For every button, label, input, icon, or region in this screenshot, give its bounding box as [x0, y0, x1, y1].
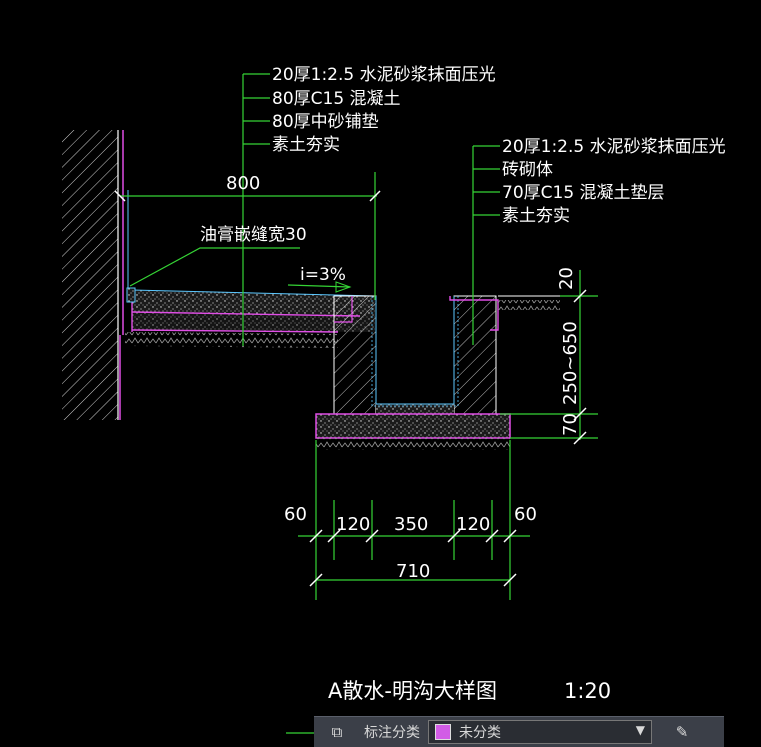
wall-hatching: [62, 130, 119, 420]
edit-icon[interactable]: ✎: [675, 723, 689, 741]
dim-left-wall: 120: [336, 514, 370, 535]
toolbar-label: 标注分类: [364, 725, 420, 741]
apron-layers: [125, 287, 376, 348]
category-select-value: 未分类: [459, 725, 501, 741]
dim-depth-range: 250~650: [560, 321, 581, 405]
slope-label: i=3%: [300, 265, 346, 285]
right-note-3: 70厚C15 混凝土垫层: [502, 183, 665, 203]
chevron-down-icon: ▼: [635, 723, 645, 737]
annotation-toolbar: ⧉ 标注分类 未分类 ▼ ✎: [314, 716, 724, 747]
category-select[interactable]: 未分类 ▼: [428, 720, 652, 744]
ditch: [315, 295, 598, 450]
dim-base-thickness: 70: [560, 413, 581, 436]
dim-total: 710: [396, 561, 430, 582]
drawing-title: A散水-明沟大样图: [328, 679, 497, 703]
left-note-4: 素土夯实: [272, 135, 340, 155]
right-note-4: 素土夯实: [502, 206, 570, 226]
leaders: [129, 73, 500, 346]
left-note-3: 80厚中砂铺垫: [272, 112, 379, 132]
dimension-lines: [114, 172, 598, 734]
category-color-swatch: [435, 724, 451, 740]
right-note-1: 20厚1:2.5 水泥砂浆抹面压光: [502, 137, 726, 157]
right-note-2: 砖砌体: [502, 160, 553, 180]
dim-left-edge: 60: [284, 504, 307, 525]
dim-apron-width: 800: [226, 173, 260, 194]
joint-note: 油膏嵌缝宽30: [200, 224, 307, 245]
dim-top-offset: 20: [556, 267, 577, 290]
wall-finish: [119, 130, 129, 420]
link-icon[interactable]: ⧉: [331, 723, 343, 741]
dim-right-wall: 120: [456, 514, 490, 535]
dim-channel: 350: [394, 514, 428, 535]
left-note-1: 20厚1:2.5 水泥砂浆抹面压光: [272, 65, 496, 85]
dim-right-edge: 60: [514, 504, 537, 525]
drawing-scale: 1:20: [564, 679, 611, 703]
left-note-2: 80厚C15 混凝土: [272, 89, 401, 109]
